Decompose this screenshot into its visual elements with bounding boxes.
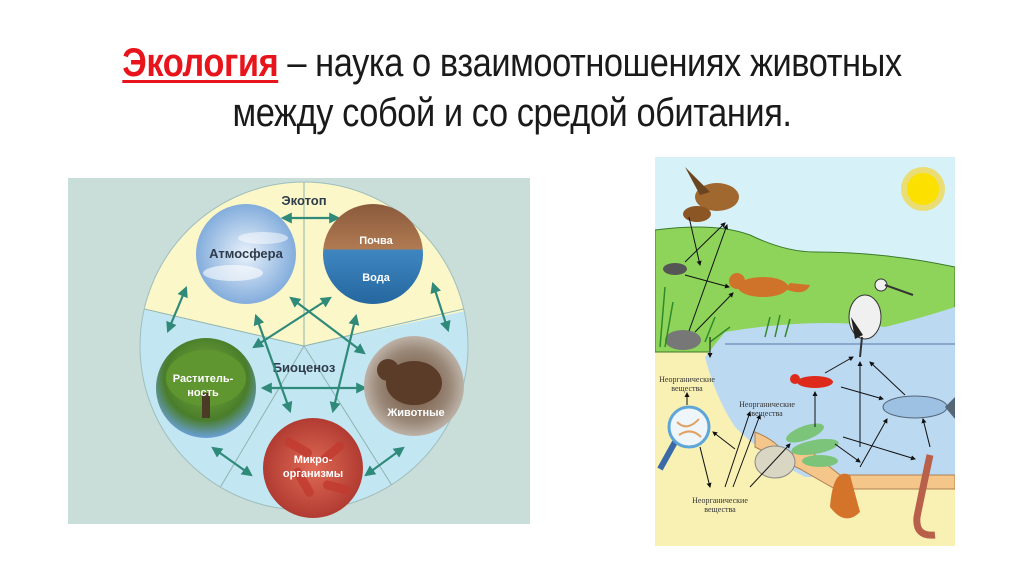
title-line-2: между собой и со средой обитания. [232, 91, 792, 135]
svg-text:Неорганические: Неорганические [659, 375, 715, 384]
svg-text:Атмосфера: Атмосфера [209, 246, 283, 261]
inorganic-label-2: Неорганические вещества [739, 400, 795, 418]
svg-text:Раститель-: Раститель- [173, 373, 234, 385]
stork-icon [848, 278, 914, 358]
fox-icon [729, 273, 810, 297]
svg-text:Вода: Вода [362, 272, 391, 284]
food-web-illustration: Неорганические вещества Неорганические в… [655, 157, 955, 546]
magnifier-icon [657, 405, 711, 471]
svg-text:ность: ность [187, 387, 219, 399]
svg-text:вещества: вещества [671, 384, 703, 393]
fish-icon [882, 395, 955, 419]
svg-text:организмы: организмы [283, 468, 343, 480]
node-microorganisms: Микро- организмы [263, 418, 363, 518]
clam-icon [830, 473, 860, 519]
inorganic-label-1: Неорганические вещества [659, 375, 715, 393]
food-web-svg: Неорганические вещества Неорганические в… [655, 157, 955, 546]
sun-icon [901, 167, 945, 211]
food-web-arrows [684, 216, 931, 488]
biocenosis-label: Биоценоз [273, 360, 336, 375]
node-soil-water: Почва Вода [323, 204, 423, 304]
reeds [659, 286, 791, 348]
slide-title: Экология – наука о взаимоотношениях живо… [72, 38, 953, 138]
svg-text:вещества: вещества [751, 409, 783, 418]
svg-text:Неорганические: Неорганические [692, 496, 748, 505]
svg-text:вещества: вещества [704, 505, 736, 514]
title-keyword: Экология [122, 41, 279, 85]
inorganic-label-3: Неорганические вещества [692, 496, 748, 514]
crayfish-icon [790, 374, 833, 388]
svg-text:Животные: Животные [386, 407, 444, 419]
mouse-icon [665, 330, 701, 350]
title-line-1: Экология – наука о взаимоотношениях живо… [72, 38, 953, 88]
title-line1-rest: – наука о взаимоотношениях животных [278, 41, 902, 85]
seaweed-icon [786, 423, 839, 467]
node-animals: Животные [364, 336, 464, 436]
ecosystem-diagram: Экотоп Биоценоз Атмосфера Почва Вода [68, 178, 530, 524]
node-plants: Раститель- ность [156, 338, 256, 438]
ecotope-label: Экотоп [281, 193, 326, 208]
svg-text:Неорганические: Неорганические [739, 400, 795, 409]
svg-text:Микро-: Микро- [294, 454, 333, 466]
ecosystem-diagram-svg: Экотоп Биоценоз Атмосфера Почва Вода [139, 181, 469, 518]
interaction-arrows [166, 212, 451, 477]
node-atmosphere: Атмосфера [196, 204, 296, 304]
eagle-icon [683, 167, 739, 222]
svg-text:Почва: Почва [359, 235, 393, 247]
bird-icon [663, 263, 687, 275]
worm-icon [913, 454, 936, 539]
